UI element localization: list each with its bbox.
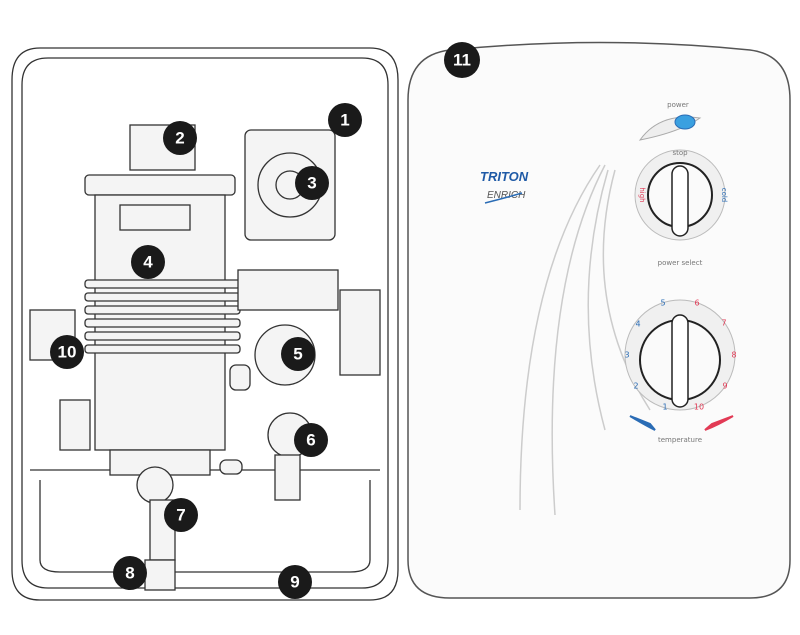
svg-text:11: 11: [453, 51, 471, 70]
callout-1: 1: [328, 103, 362, 137]
svg-text:3: 3: [307, 174, 316, 193]
stop-label: stop: [672, 149, 688, 157]
svg-text:4: 4: [143, 253, 153, 272]
svg-text:1: 1: [662, 403, 667, 412]
callout-10: 10: [50, 335, 84, 369]
callout-4: 4: [131, 245, 165, 279]
callout-7: 7: [164, 498, 198, 532]
svg-text:2: 2: [175, 129, 184, 148]
model-logo: ENRICH: [487, 190, 526, 201]
callout-3: 3: [295, 166, 329, 200]
svg-text:10: 10: [694, 403, 704, 412]
svg-text:7: 7: [721, 319, 726, 328]
temperature-scale: 1 2 3 4 5 6 7 8 9 10: [624, 299, 736, 412]
high-label: high: [638, 187, 646, 202]
svg-text:1: 1: [340, 111, 349, 130]
power-label: power: [667, 101, 689, 109]
brand-logo: TRITON: [480, 169, 529, 184]
svg-text:10: 10: [58, 343, 77, 362]
svg-text:4: 4: [635, 320, 640, 329]
shower-base-unit: [11, 47, 399, 601]
callout-5: 5: [281, 337, 315, 371]
svg-text:9: 9: [722, 382, 727, 391]
svg-text:2: 2: [633, 382, 638, 391]
callout-2: 2: [163, 121, 197, 155]
svg-text:3: 3: [624, 351, 629, 360]
shower-cover: power stop high cold power select 1 2 3 …: [407, 41, 791, 599]
callout-9: 9: [278, 565, 312, 599]
svg-text:9: 9: [290, 573, 299, 592]
callout-6: 6: [294, 423, 328, 457]
svg-text:6: 6: [694, 299, 699, 308]
cold-label: cold: [720, 188, 728, 203]
svg-text:5: 5: [660, 299, 665, 308]
svg-text:8: 8: [125, 564, 134, 583]
svg-text:7: 7: [176, 506, 185, 525]
power-button[interactable]: [674, 114, 696, 130]
svg-text:8: 8: [731, 351, 736, 360]
svg-text:5: 5: [293, 345, 302, 364]
svg-text:6: 6: [306, 431, 315, 450]
callout-11: 11: [444, 42, 480, 78]
temperature-label: temperature: [658, 436, 702, 444]
power-select-label: power select: [658, 259, 703, 267]
callout-8: 8: [113, 556, 147, 590]
